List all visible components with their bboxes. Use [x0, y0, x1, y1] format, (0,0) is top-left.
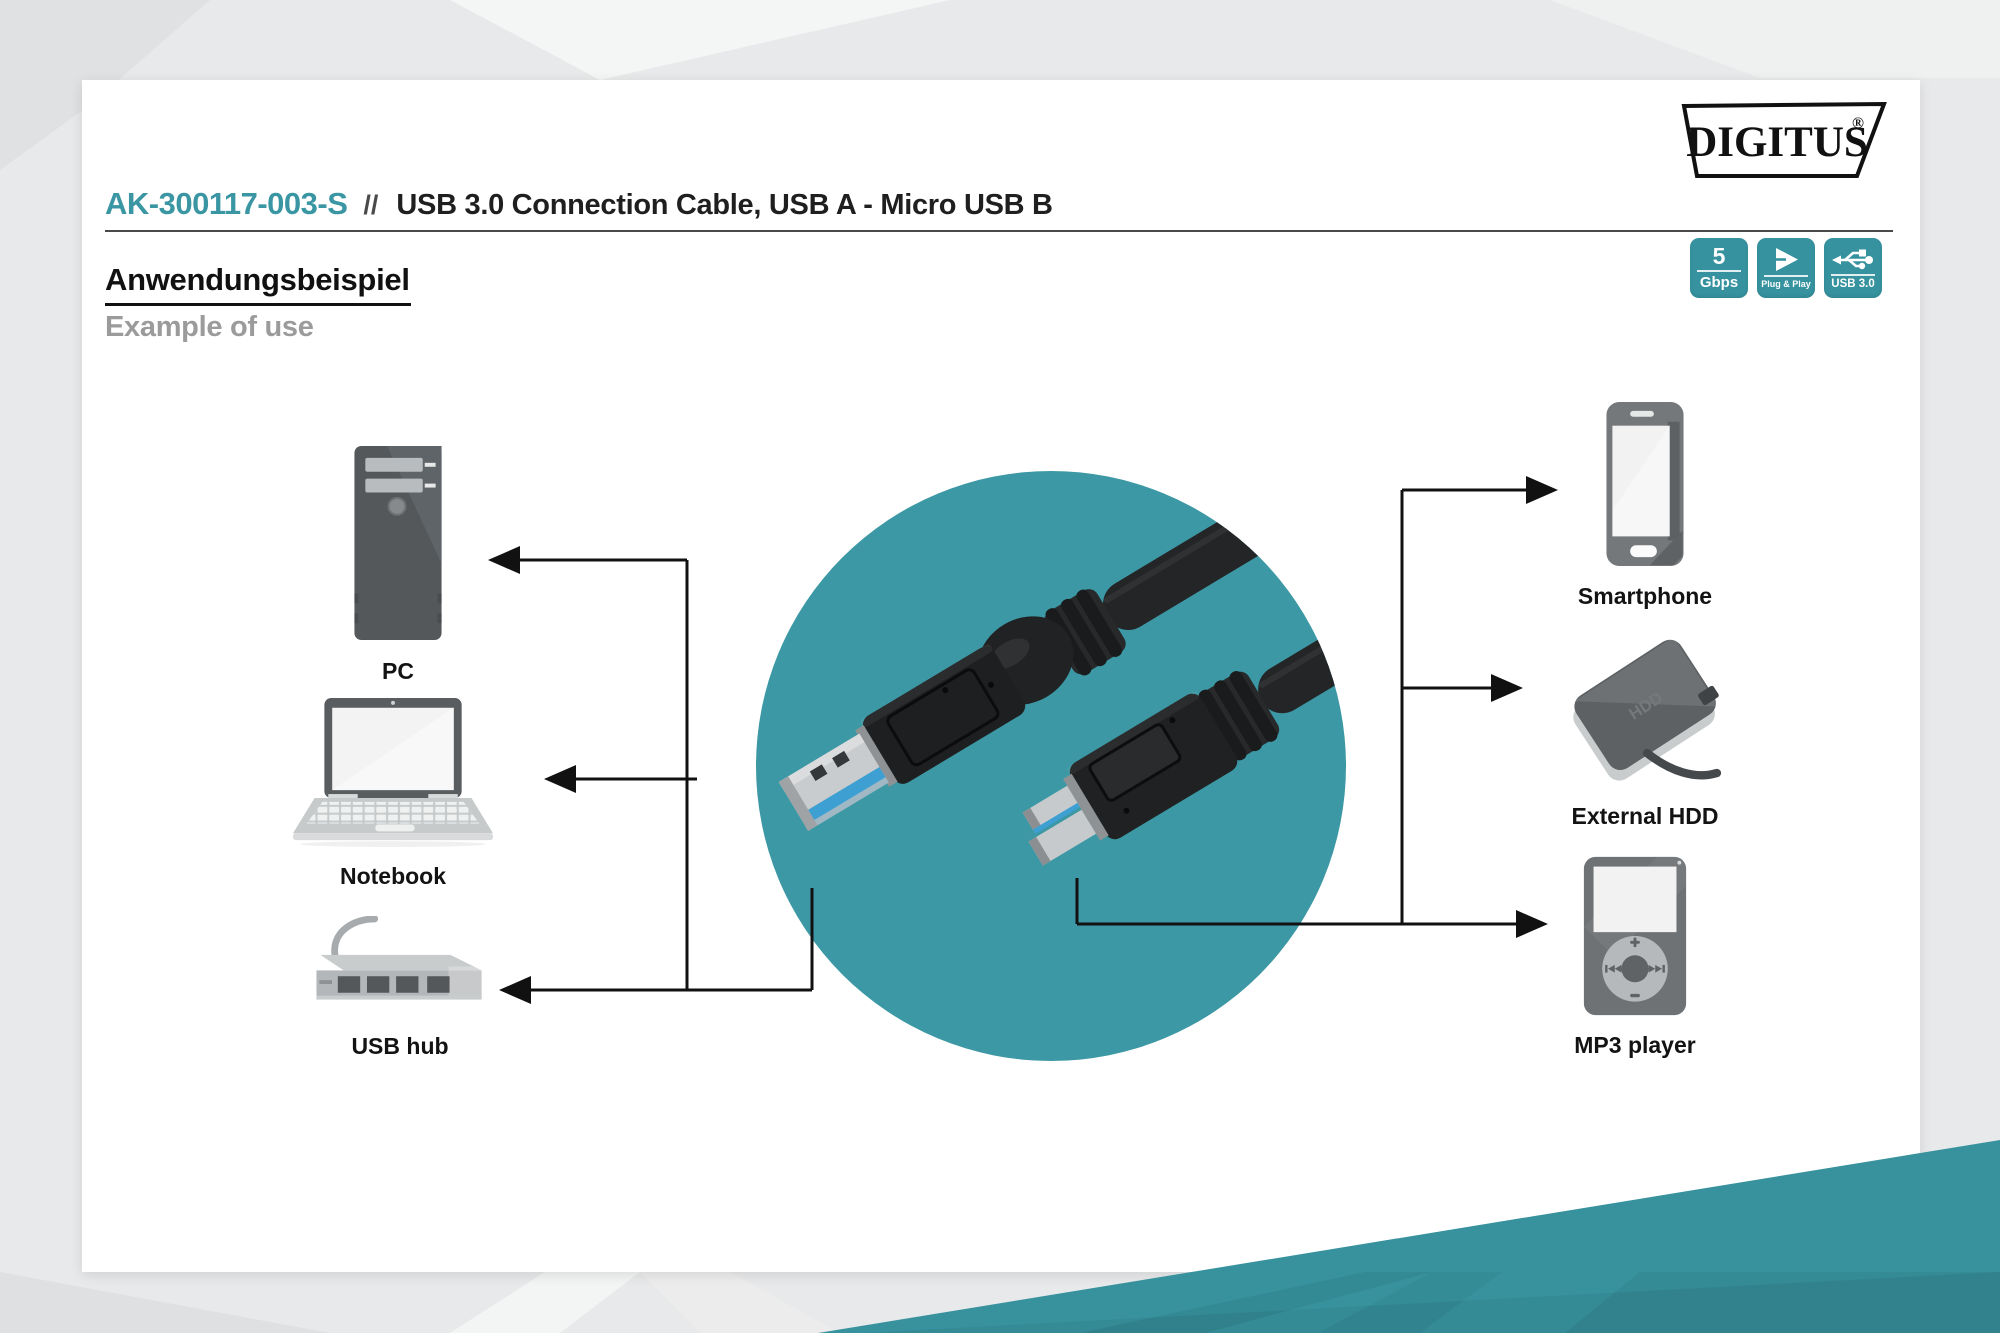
smartphone-icon: [1606, 401, 1684, 567]
arrowhead-smartphone: [1526, 476, 1558, 504]
device-label: Notebook: [339, 863, 447, 889]
arrowhead-mp3: [1516, 910, 1548, 938]
mp3-player-icon: [1583, 856, 1687, 1016]
device-external-hdd: HDD External HDD: [1550, 630, 1740, 830]
device-mp3-player: MP3 player: [1555, 855, 1715, 1059]
device-usb-hub: USB hub: [300, 915, 500, 1060]
device-label: MP3 player: [1574, 1032, 1696, 1058]
arrowhead-usb-hub: [499, 976, 531, 1004]
external-hdd-icon: HDD: [1573, 636, 1722, 781]
notebook-icon: [292, 697, 493, 848]
pc-icon: [354, 445, 442, 641]
device-label: Smartphone: [1577, 583, 1713, 609]
arrowhead-hdd: [1491, 674, 1523, 702]
device-label: External HDD: [1571, 803, 1719, 829]
device-smartphone: Smartphone: [1570, 400, 1720, 610]
arrowhead-notebook: [544, 765, 576, 793]
device-label: USB hub: [351, 1033, 449, 1059]
device-label: PC: [382, 658, 414, 684]
arrowhead-pc: [488, 546, 520, 574]
device-notebook: Notebook: [288, 696, 498, 890]
usb-hub-icon: [316, 915, 482, 1000]
device-pc: PC: [338, 445, 458, 685]
